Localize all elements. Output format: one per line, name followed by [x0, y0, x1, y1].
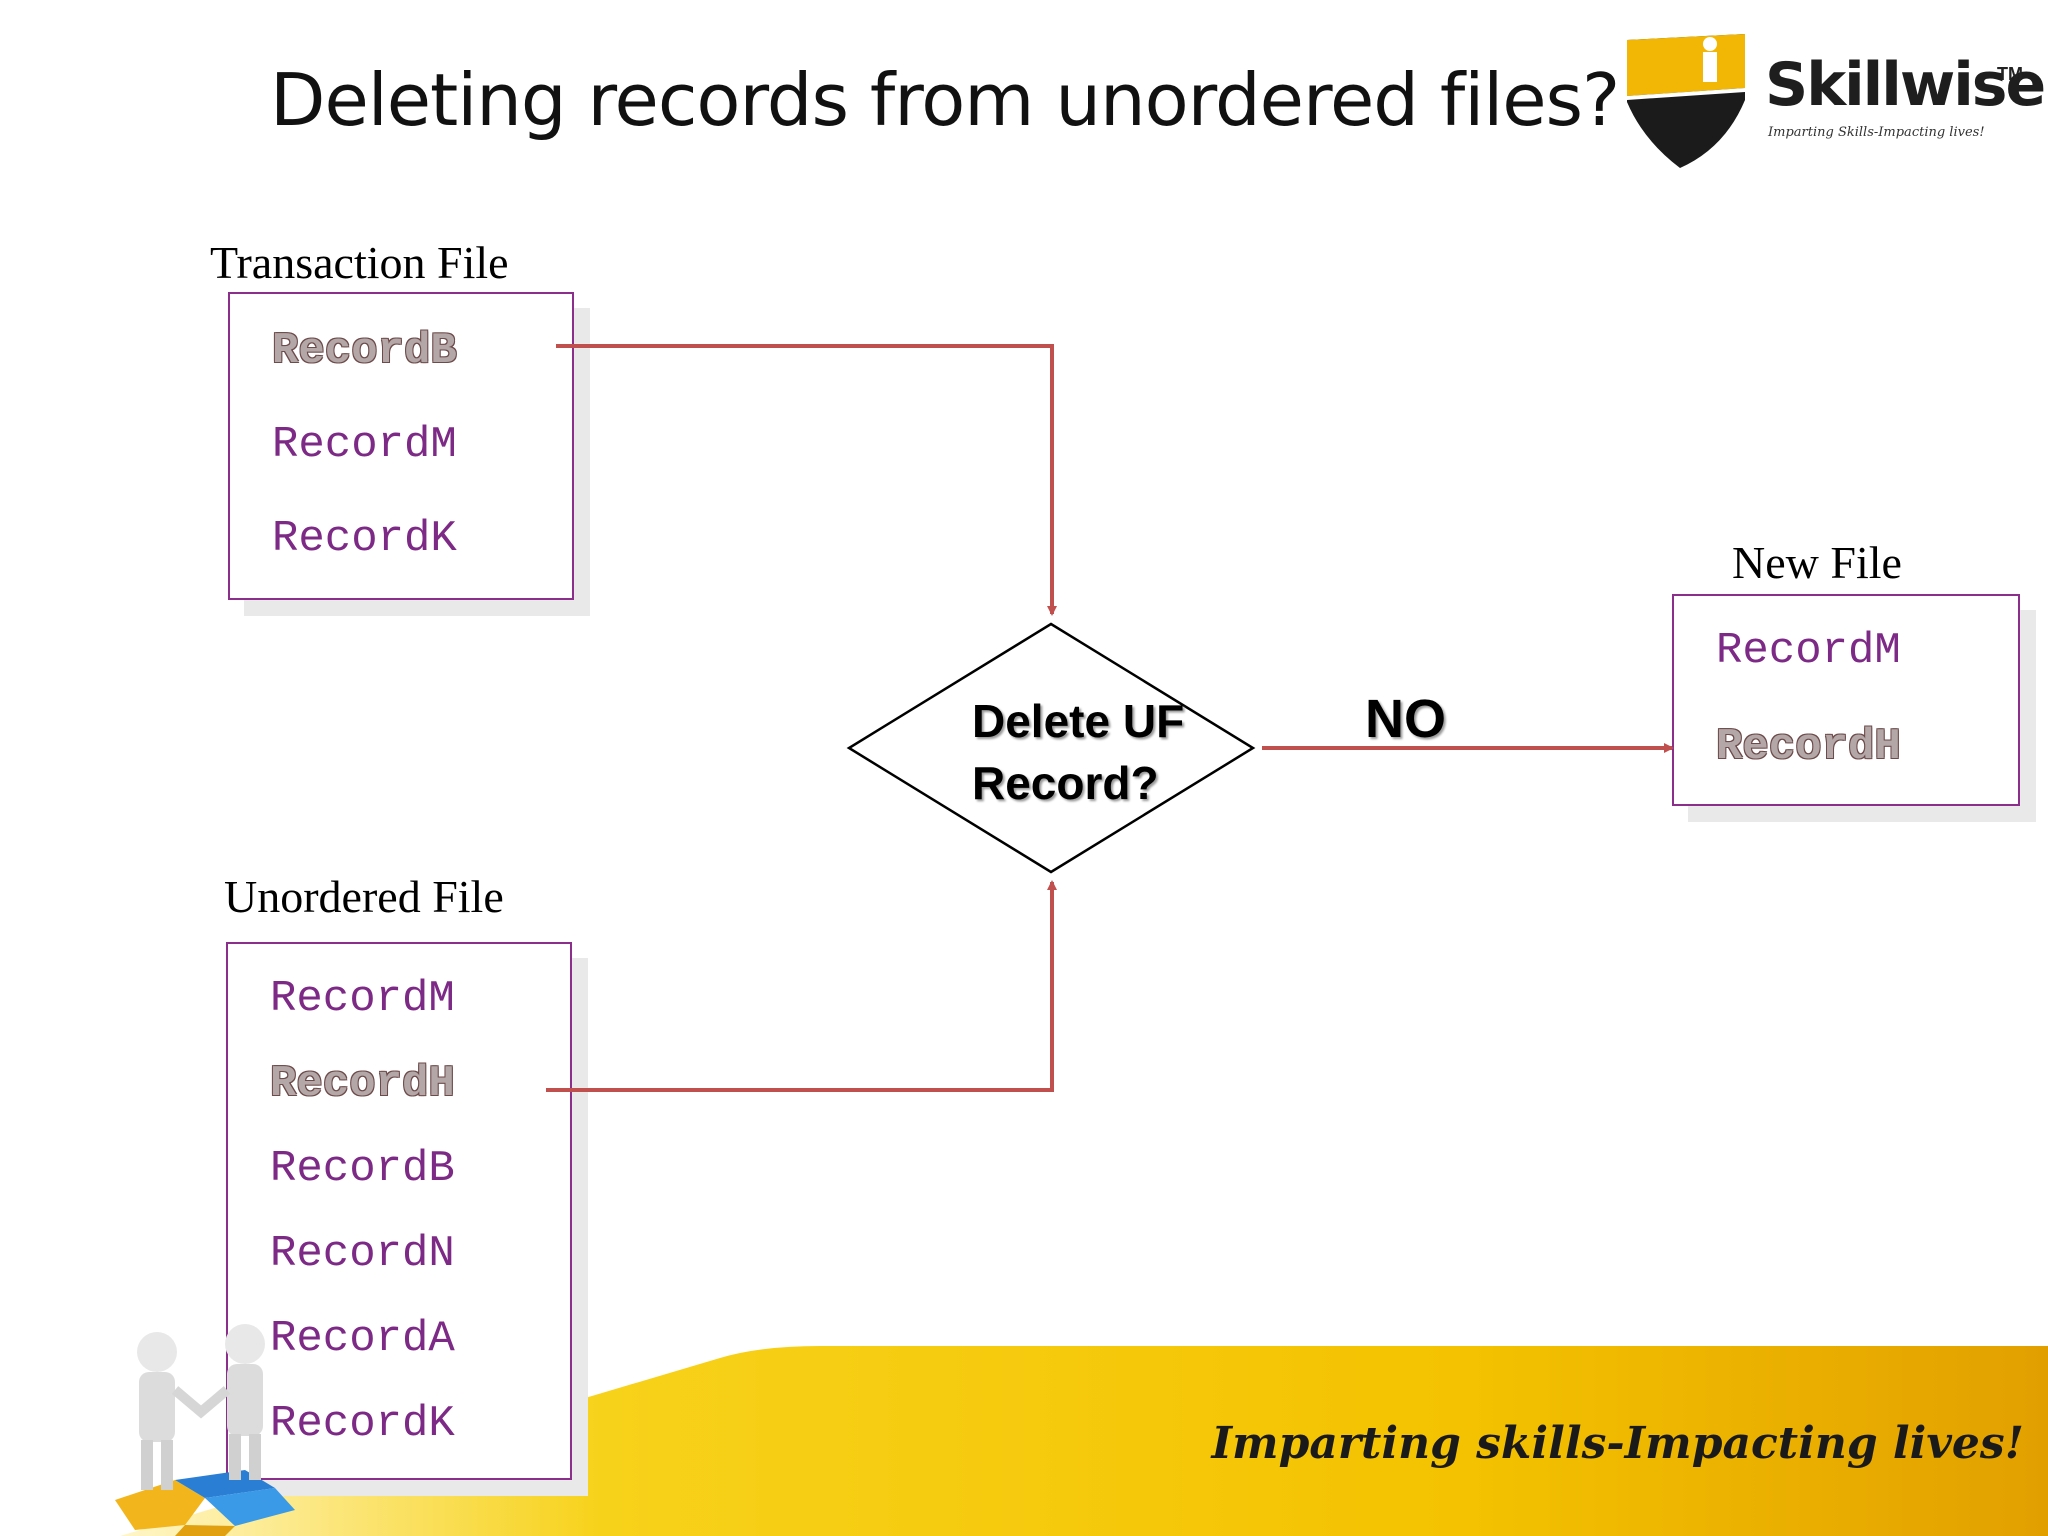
new-file-record: RecordM: [1716, 626, 1901, 676]
transaction-file-box: RecordB RecordM RecordK: [228, 292, 574, 600]
transaction-file-label: Transaction File: [210, 237, 509, 288]
no-branch-label: NO: [1365, 689, 1446, 749]
logo-tagline: Imparting Skills-Impacting lives!: [1768, 125, 1985, 140]
new-file-label: New File: [1732, 537, 1902, 588]
unordered-record: RecordM: [270, 974, 455, 1024]
handshake-figures-icon: [115, 1324, 295, 1536]
decision-line-2: Record?: [972, 757, 1159, 809]
decision-diamond: [846, 622, 1256, 874]
new-file-record: RecordH: [1716, 722, 1901, 772]
unordered-file-box: RecordM RecordH RecordB RecordN RecordA …: [226, 942, 572, 1480]
unordered-to-decision-arrow: [546, 880, 1057, 1092]
decision-line-1: Delete UF: [972, 695, 1185, 747]
shield-icon: [1627, 34, 1745, 168]
unordered-record: RecordN: [270, 1229, 455, 1279]
slide-title: Deleting records from unordered files?: [270, 58, 1620, 142]
unordered-file-label: Unordered File: [224, 871, 504, 922]
skillwise-logo: Skillwise TM Imparting Skills-Impacting …: [1625, 30, 2046, 170]
unordered-record: RecordK: [270, 1399, 455, 1449]
unordered-record: RecordH: [270, 1059, 455, 1109]
transaction-to-decision-arrow: [556, 344, 1057, 616]
trademark-mark: TM: [1997, 64, 2023, 84]
unordered-record: RecordA: [270, 1314, 455, 1364]
new-file-box: RecordM RecordH: [1672, 594, 2020, 806]
unordered-record: RecordB: [270, 1144, 455, 1194]
transaction-record: RecordB: [272, 326, 457, 376]
transaction-record: RecordK: [272, 514, 457, 564]
footer-band: [120, 1346, 2048, 1536]
logo-wordmark: Skillwise: [1765, 50, 2046, 120]
transaction-record: RecordM: [272, 420, 457, 470]
decision-label: Delete UF Record?: [972, 690, 1184, 814]
footer-tagline: Imparting skills-Impacting lives!: [1211, 1418, 2024, 1469]
